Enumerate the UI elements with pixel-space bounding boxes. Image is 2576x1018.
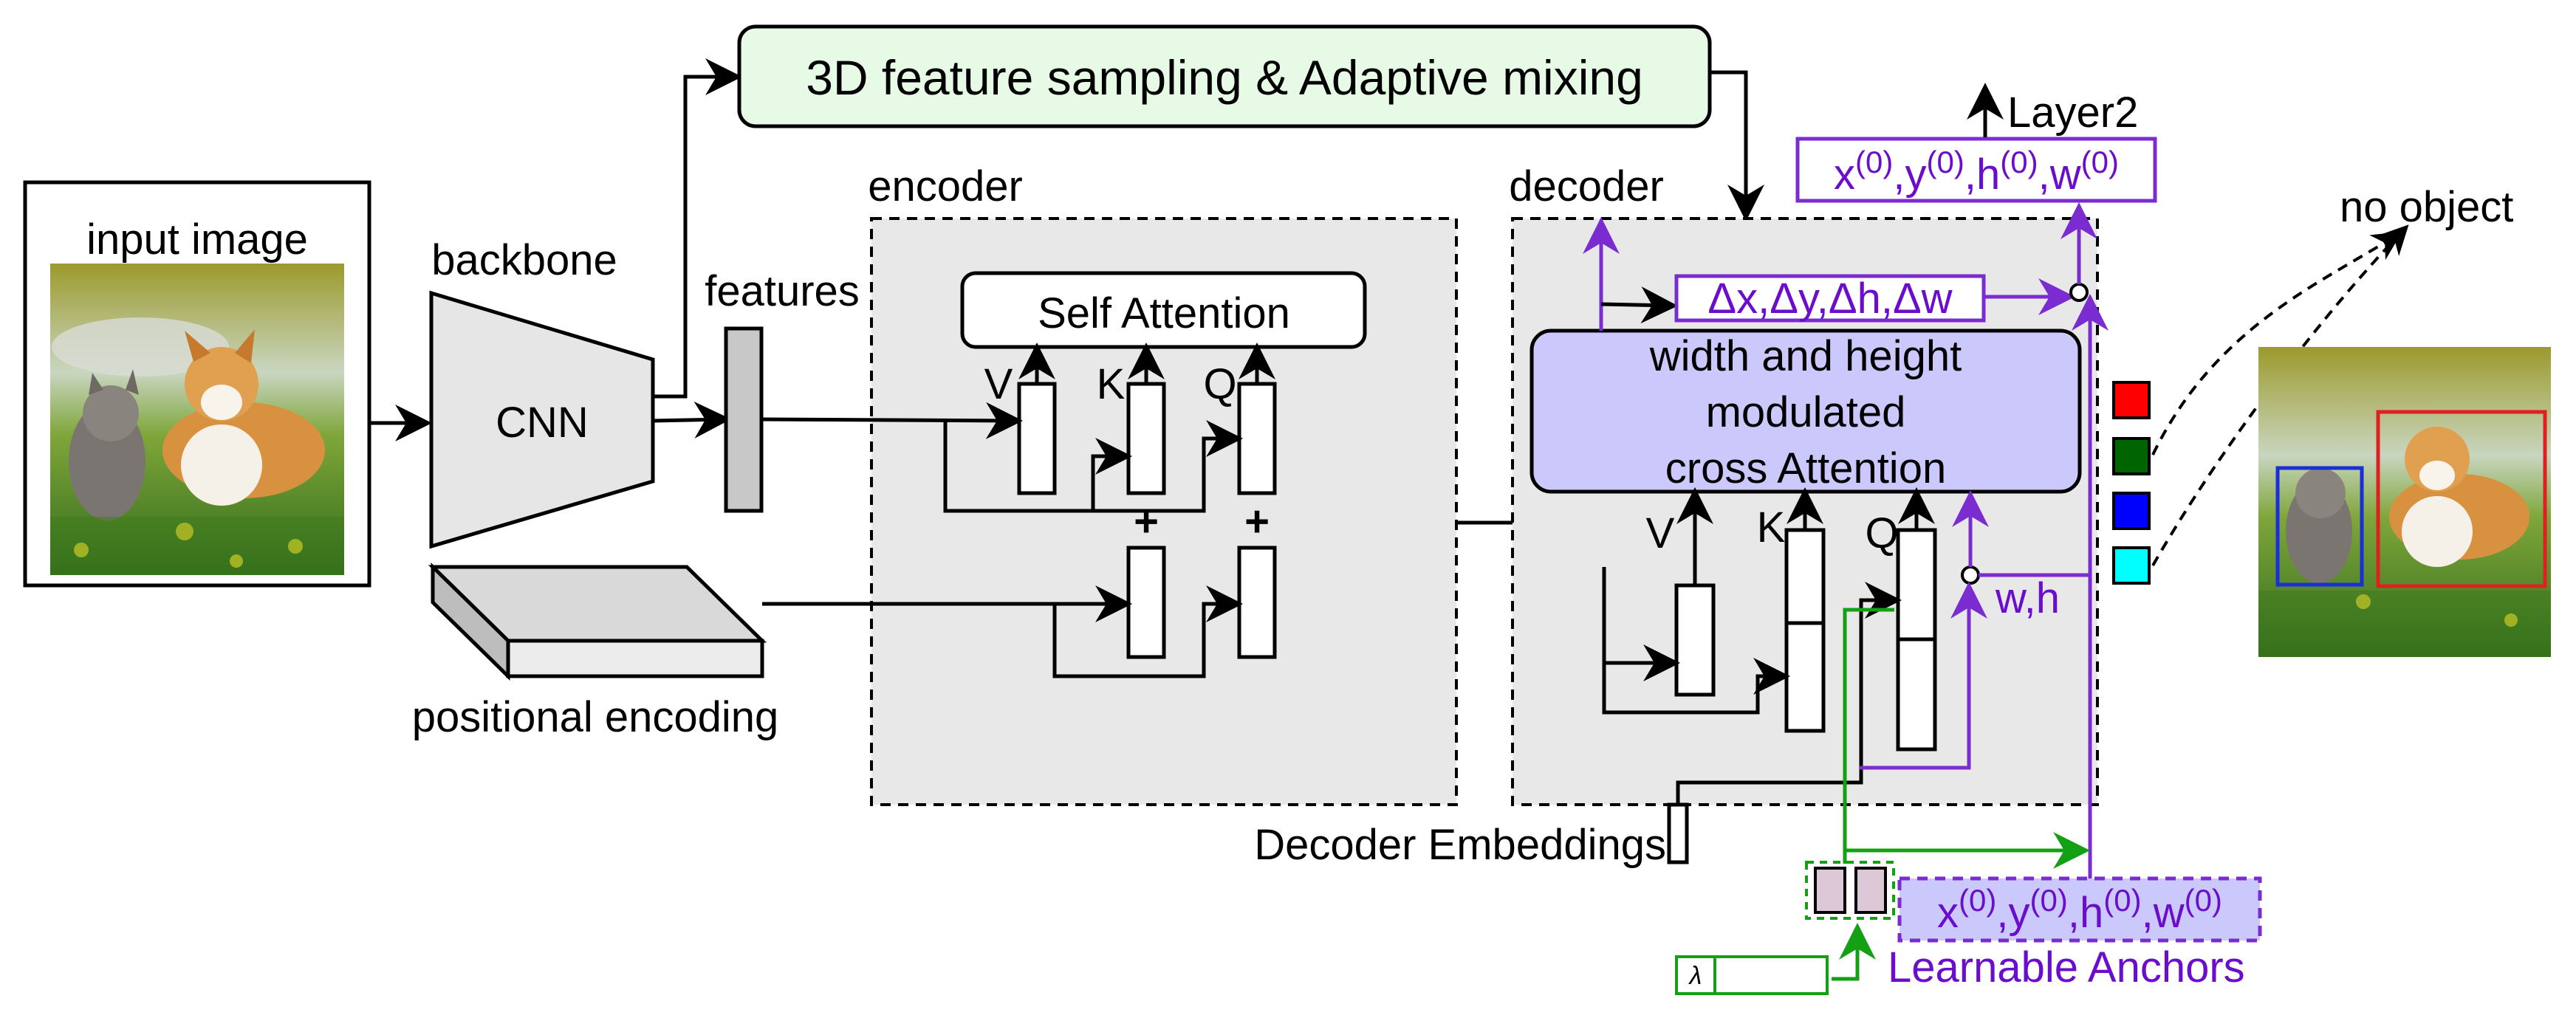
anchor-bar-2 [1854,867,1887,914]
detection-box-dog [2376,410,2547,588]
detection-box-cat [2275,466,2364,587]
wh-label: w,h [1995,574,2060,622]
decoder-v-label: V [1646,509,1675,557]
class-box-blue [2112,492,2151,530]
sampling-mixing-box: 3D feature sampling & Adaptive mixing [737,24,1712,128]
cnn-to-features-arrow [652,401,731,439]
sampling-to-decoder-arrow [1710,70,1764,221]
encoder-k-bar [1126,382,1166,495]
cross-attention-box: width and height modulated cross Attenti… [1530,329,2082,494]
positional-encoding-label: positional encoding [412,693,779,741]
encoder-plus-q: + [1244,498,1270,546]
features-bar [724,326,764,513]
decoder-k-label: K [1757,503,1786,551]
backbone-label: backbone [431,236,617,284]
delta-label: Δx,Δy,Δh,Δw [1707,275,1953,323]
encoder-v-label: V [984,360,1013,408]
class-box-cyan [2112,546,2151,585]
anchor-group-outline [1805,861,1895,920]
encoder-label: encoder [868,162,1023,210]
no-object-label: no object [2340,183,2513,231]
encoder-q-bar [1237,382,1277,495]
learnable-anchor-box [1897,876,2262,943]
sampling-mixing-label: 3D feature sampling & Adaptive mixing [806,50,1643,105]
class-box-green [2112,437,2151,475]
output-photo [2258,347,2551,657]
input-image-label: input image [86,216,308,264]
encoder-q-pos-bar [1237,546,1277,659]
learnable-anchors-label: Learnable Anchors [1888,943,2245,991]
wh-node [1961,565,1980,585]
positional-encoding-block [428,563,767,681]
class-box-red [2112,381,2151,419]
self-attention-box: Self Attention [960,271,1367,349]
decoder-v-bar [1674,583,1716,697]
cross-attention-line1: width and height [1649,332,1962,380]
self-attention-label: Self Attention [1038,289,1290,337]
decoder-k-bar [1784,528,1826,733]
lambda-box [1675,955,1829,995]
cnn-to-sampling-arrow [653,58,742,399]
encoder-v-bar [1017,382,1057,495]
sum-node [2069,283,2089,302]
anchor-bar-1 [1814,867,1846,914]
encoder-k-pos-bar [1126,546,1166,659]
layer2-label: Layer2 [2007,89,2138,137]
anchor-output-box [1795,137,2157,203]
encoder-plus-k: + [1134,498,1159,546]
encoder-k-label: K [1097,360,1126,408]
learnable-anchor-text: x(0),y(0),h(0),w(0) [1937,883,2222,937]
input-image-panel: input image [23,180,371,588]
cnn-label: CNN [496,399,589,447]
anchor-output-text: x(0),y(0),h(0),w(0) [1834,145,2119,199]
cnn-trapezoid: CNN [429,290,655,549]
decoder-embeddings-label: Decoder Embeddings [1254,821,1666,869]
features-label: features [705,267,860,315]
delta-box [1674,274,1986,323]
input-photo [50,264,344,575]
lambda-label: λ [1688,962,1702,990]
cross-attention-line2: modulated [1706,388,1906,436]
decoder-label: decoder [1509,162,1664,210]
decoder-embeddings-bar [1667,802,1689,864]
cross-attention-line3: cross Attention [1665,444,1946,492]
encoder-q-label: Q [1203,360,1236,408]
decoder-q-label: Q [1865,509,1898,557]
